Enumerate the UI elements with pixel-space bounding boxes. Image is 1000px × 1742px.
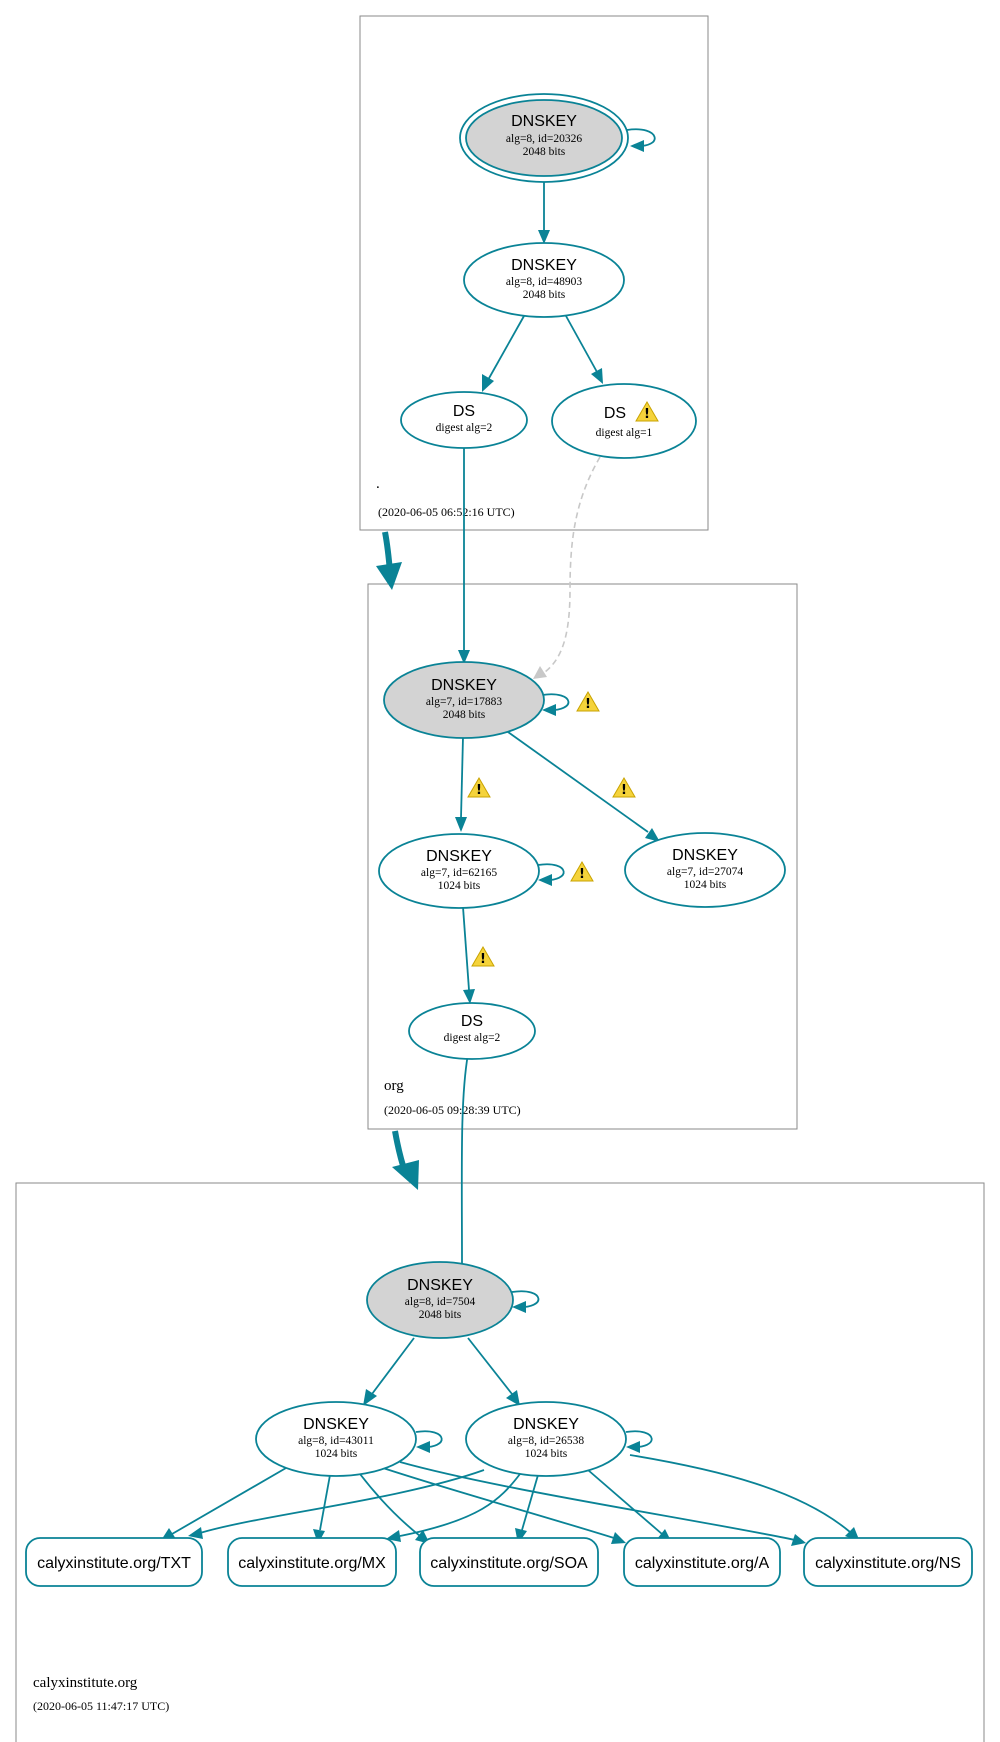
zone-root-name: . (376, 476, 380, 492)
node-detail: digest alg=2 (444, 1032, 501, 1044)
zone-root: . (2020-06-05 06:52:16 UTC) (359, 15, 709, 531)
node-title: DNSKEY (513, 1416, 579, 1433)
node-detail: alg=8, id=20326 (506, 133, 582, 145)
node-detail: alg=7, id=62165 (421, 867, 497, 879)
node-detail: alg=7, id=27074 (667, 866, 743, 878)
node-detail: alg=8, id=7504 (405, 1296, 476, 1308)
node-detail: 2048 bits (443, 709, 486, 721)
zone-calyx-name: calyxinstitute.org (33, 1675, 138, 1691)
node-root-ksk[interactable]: DNSKEY alg=8, id=20326 2048 bits (459, 93, 629, 183)
delegation-org-to-calyx (392, 1130, 419, 1190)
rrset-soa[interactable]: calyxinstitute.org/SOA (419, 1537, 599, 1587)
edges-calyx (160, 1290, 860, 1546)
zone-calyx-timestamp: (2020-06-05 11:47:17 UTC) (33, 1699, 169, 1713)
warning-icon (612, 777, 636, 799)
node-root-ds-alg1[interactable]: DS digest alg=1 (551, 383, 697, 459)
node-title: DNSKEY (431, 677, 497, 694)
node-calyx-ksk[interactable]: DNSKEY alg=8, id=7504 2048 bits (366, 1261, 514, 1339)
rrset-label: calyxinstitute.org/NS (815, 1555, 961, 1572)
node-org-zsk-62165[interactable]: DNSKEY alg=7, id=62165 1024 bits (378, 833, 540, 909)
node-title: DNSKEY (511, 257, 577, 274)
node-title: DNSKEY (407, 1277, 473, 1294)
edges-root (458, 128, 656, 679)
zone-calyx: calyxinstitute.org (2020-06-05 11:47:17 … (15, 1182, 985, 1742)
warning-icon (570, 861, 594, 883)
node-root-ds-alg2[interactable]: DS digest alg=2 (400, 391, 528, 449)
rrset-label: calyxinstitute.org/A (635, 1555, 770, 1572)
node-org-ds-alg2[interactable]: DS digest alg=2 (408, 1002, 536, 1060)
node-title: DS (604, 405, 626, 422)
node-detail: alg=8, id=26538 (508, 1435, 584, 1447)
node-detail: 1024 bits (315, 1448, 358, 1460)
rrset-label: calyxinstitute.org/TXT (37, 1555, 191, 1572)
rrset-ns[interactable]: calyxinstitute.org/NS (803, 1537, 973, 1587)
node-detail: 2048 bits (523, 146, 566, 158)
rrset-a[interactable]: calyxinstitute.org/A (623, 1537, 781, 1587)
rrset-mx[interactable]: calyxinstitute.org/MX (227, 1537, 397, 1587)
node-detail: 1024 bits (684, 879, 727, 891)
node-detail: alg=7, id=17883 (426, 696, 502, 708)
node-detail: digest alg=2 (436, 422, 493, 434)
node-detail: digest alg=1 (596, 427, 653, 439)
node-detail: 2048 bits (523, 289, 566, 301)
node-title: DNSKEY (511, 113, 577, 130)
node-detail: alg=8, id=43011 (298, 1435, 374, 1447)
node-detail: 2048 bits (419, 1309, 462, 1321)
node-title: DS (461, 1013, 483, 1030)
node-calyx-zsk-26538[interactable]: DNSKEY alg=8, id=26538 1024 bits (465, 1401, 627, 1477)
node-org-zsk-27074[interactable]: DNSKEY alg=7, id=27074 1024 bits (624, 832, 786, 908)
node-detail: alg=8, id=48903 (506, 276, 582, 288)
rrset-label: calyxinstitute.org/SOA (430, 1555, 588, 1572)
warning-icon (576, 691, 600, 713)
node-title: DNSKEY (303, 1416, 369, 1433)
edges-org (455, 693, 660, 1281)
node-title: DS (453, 403, 475, 420)
rrset-label: calyxinstitute.org/MX (238, 1555, 386, 1572)
zone-org-name: org (384, 1078, 404, 1094)
rrset-txt[interactable]: calyxinstitute.org/TXT (25, 1537, 203, 1587)
node-title: DNSKEY (672, 847, 738, 864)
node-detail: 1024 bits (525, 1448, 568, 1460)
node-calyx-zsk-43011[interactable]: DNSKEY alg=8, id=43011 1024 bits (255, 1401, 417, 1477)
zone-org: org (2020-06-05 09:28:39 UTC) (367, 583, 798, 1130)
zone-org-timestamp: (2020-06-05 09:28:39 UTC) (384, 1103, 521, 1117)
node-detail: 1024 bits (438, 880, 481, 892)
zone-root-timestamp: (2020-06-05 06:52:16 UTC) (378, 505, 515, 519)
warning-icon (467, 777, 491, 799)
delegation-root-to-org (376, 531, 402, 590)
node-org-ksk[interactable]: DNSKEY alg=7, id=17883 2048 bits (383, 661, 545, 739)
warning-icon (471, 946, 495, 968)
node-root-zsk[interactable]: DNSKEY alg=8, id=48903 2048 bits (463, 242, 625, 318)
node-title: DNSKEY (426, 848, 492, 865)
